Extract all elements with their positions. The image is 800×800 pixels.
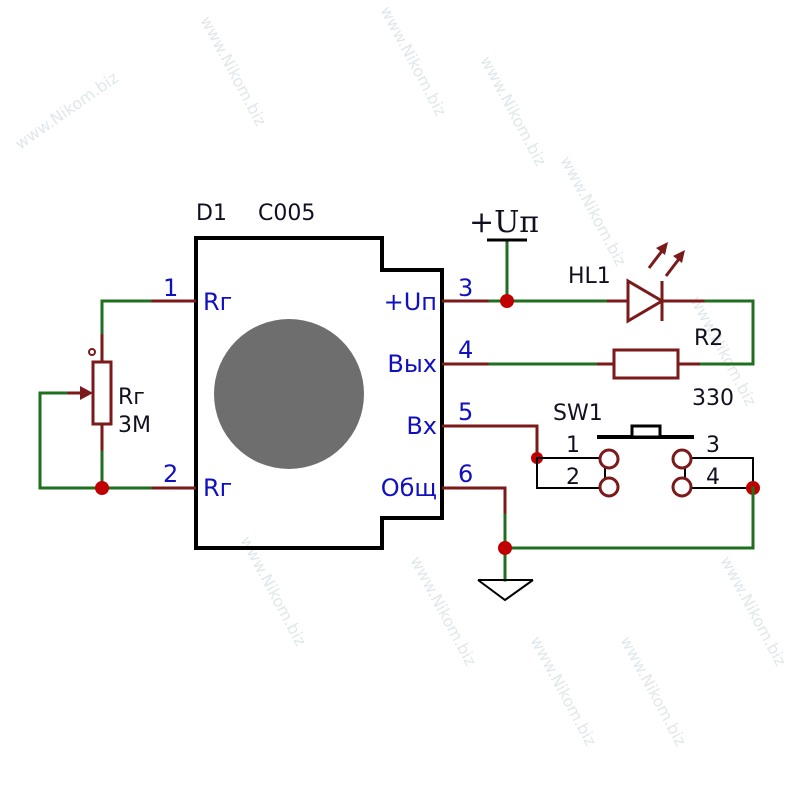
junction-node (95, 481, 109, 495)
switch-contact-left-bottom (598, 476, 620, 498)
watermark-text: www.Nikom.biz (716, 553, 790, 669)
pin5-name: Вх (406, 412, 437, 440)
power-label: +Uп (469, 205, 539, 240)
pin3-name: +Uп (384, 288, 437, 316)
wire-pot-bottom (100, 450, 152, 490)
led-emission-arrowhead-icon (656, 242, 668, 255)
pin4-number: 4 (458, 336, 473, 364)
switch-ref: SW1 (553, 401, 603, 426)
watermark-text: www.Nikom.biz (236, 533, 310, 649)
switch-actuator-knob (630, 424, 662, 439)
switch-pin-4: 4 (706, 465, 720, 490)
watermark-text: www.Nikom.biz (406, 553, 480, 669)
r2-body (612, 348, 680, 380)
pin1-number: 1 (163, 274, 178, 302)
led-emission-arrowhead-icon (673, 250, 685, 263)
watermark-text: www.Nikom.biz (556, 153, 630, 269)
pin1-name: Rг (203, 288, 232, 316)
pin4-name: Вых (387, 350, 437, 378)
pin2-number: 2 (163, 460, 178, 488)
pin2-name: Rг (203, 474, 232, 502)
watermark-text: www.Nikom.biz (526, 633, 600, 749)
watermark-text: www.Nikom.biz (616, 633, 690, 749)
switch-pin-box-left (536, 457, 606, 489)
pin6-number: 6 (458, 460, 473, 488)
chip-type: C005 (258, 201, 315, 226)
pot-body (91, 360, 113, 426)
chip-body (194, 236, 444, 550)
wire-led-r2 (698, 299, 755, 366)
switch-contact-right-top (671, 448, 693, 470)
pot-dot (88, 348, 96, 356)
pot-wiper-arrow-icon (80, 386, 93, 400)
switch-pin-1: 1 (566, 433, 580, 458)
wire-pin5-switch (490, 424, 539, 458)
switch-pin-2: 2 (566, 465, 580, 490)
pin6-name: Общ (381, 474, 437, 502)
chip-disk (214, 319, 364, 469)
wire-ground-return (503, 486, 755, 550)
chip-ref: D1 (196, 201, 227, 226)
junction-node (498, 541, 512, 555)
ground-symbol-icon (477, 579, 534, 602)
switch-contact-right-bottom (671, 476, 693, 498)
wire-pot-wiper (38, 391, 104, 490)
r2-ref: R2 (694, 326, 723, 351)
watermark-text: www.Nikom.biz (376, 3, 450, 119)
watermark-text: www.Nikom.biz (476, 53, 550, 169)
watermark-text: www.Nikom.biz (196, 13, 270, 129)
watermark-text: www.Nikom.biz (11, 68, 121, 153)
led-triangle (626, 278, 665, 324)
wire-pin1-pot (100, 299, 152, 336)
led-ref: HL1 (568, 264, 611, 289)
pot-ref: Rг (118, 385, 145, 410)
switch-pin-box-right (684, 457, 754, 489)
switch-pin-3: 3 (706, 433, 720, 458)
wire-pin6-ground (490, 486, 507, 515)
pin5-number: 5 (458, 398, 473, 426)
r2-value: 330 (692, 386, 734, 411)
switch-contact-left-top (598, 448, 620, 470)
junction-node (500, 294, 514, 308)
pot-value: 3M (118, 413, 151, 438)
pin3-number: 3 (458, 274, 473, 302)
